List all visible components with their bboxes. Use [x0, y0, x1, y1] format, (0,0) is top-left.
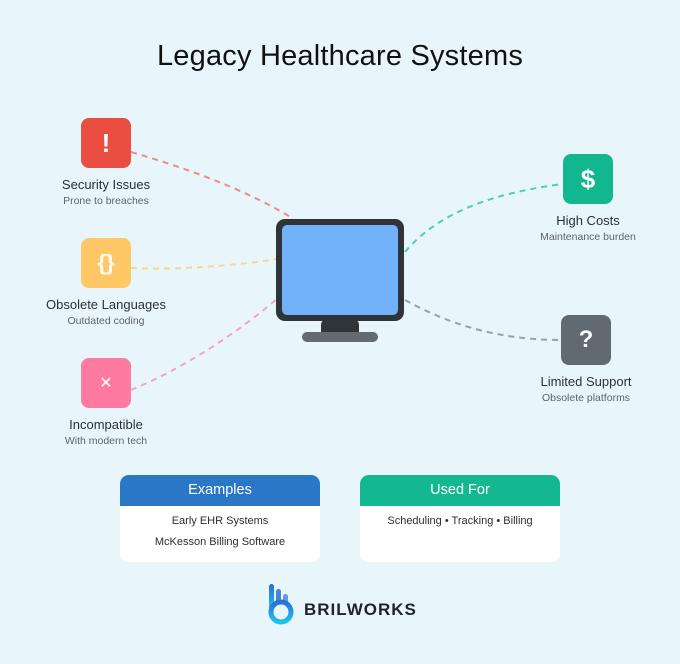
node-sublabel: With modern tech: [64, 435, 148, 447]
monitor-base: [302, 332, 378, 342]
examples-item: McKesson Billing Software: [154, 536, 286, 548]
node-limited-support: ? Limited Support Obsolete platforms: [506, 315, 666, 404]
connector-support: [404, 299, 562, 341]
brand-name: BRILWORKS: [304, 600, 417, 619]
monitor-screen: [282, 225, 398, 315]
node-label: Incompatible: [69, 417, 143, 432]
monitor-neck: [321, 319, 359, 333]
node-label: Security Issues: [61, 177, 151, 192]
used-for-card-body: Scheduling • Tracking • Billing: [360, 506, 560, 527]
node-label: Obsolete Languages: [46, 297, 166, 312]
question-icon: ?: [561, 315, 611, 365]
node-incompatible: ✕ Incompatible With modern tech: [26, 358, 186, 447]
curly-braces-icon: {}: [81, 238, 131, 288]
used-for-card: Used For Scheduling • Tracking • Billing: [360, 475, 560, 562]
exclamation-icon: !: [81, 118, 131, 168]
node-sublabel: Maintenance burden: [540, 231, 636, 243]
node-sublabel: Outdated coding: [67, 315, 145, 327]
connector-security: [130, 151, 293, 219]
monitor-icon: [276, 219, 404, 343]
node-obsolete-languages: {} Obsolete Languages Outdated coding: [26, 238, 186, 327]
node-label: Limited Support: [540, 374, 632, 389]
node-sublabel: Obsolete platforms: [541, 392, 631, 404]
used-for-item: Scheduling • Tracking • Billing: [387, 515, 533, 527]
node-sublabel: Prone to breaches: [63, 195, 149, 207]
x-icon: ✕: [81, 358, 131, 408]
monitor-frame: [276, 219, 404, 321]
brand-logo: BRILWORKS: [268, 582, 417, 626]
examples-card-body: Early EHR Systems McKesson Billing Softw…: [120, 506, 320, 548]
examples-item: Early EHR Systems: [171, 515, 269, 527]
dollar-icon: $: [563, 154, 613, 204]
used-for-card-header: Used For: [360, 475, 560, 506]
page-title: Legacy Healthcare Systems: [156, 40, 524, 72]
brilworks-logo-icon: [268, 584, 294, 625]
node-security-issues: ! Security Issues Prone to breaches: [26, 118, 186, 207]
node-label: High Costs: [556, 213, 620, 228]
examples-card: Examples Early EHR Systems McKesson Bill…: [120, 475, 320, 562]
examples-card-header: Examples: [120, 475, 320, 506]
node-high-costs: $ High Costs Maintenance burden: [508, 154, 668, 243]
